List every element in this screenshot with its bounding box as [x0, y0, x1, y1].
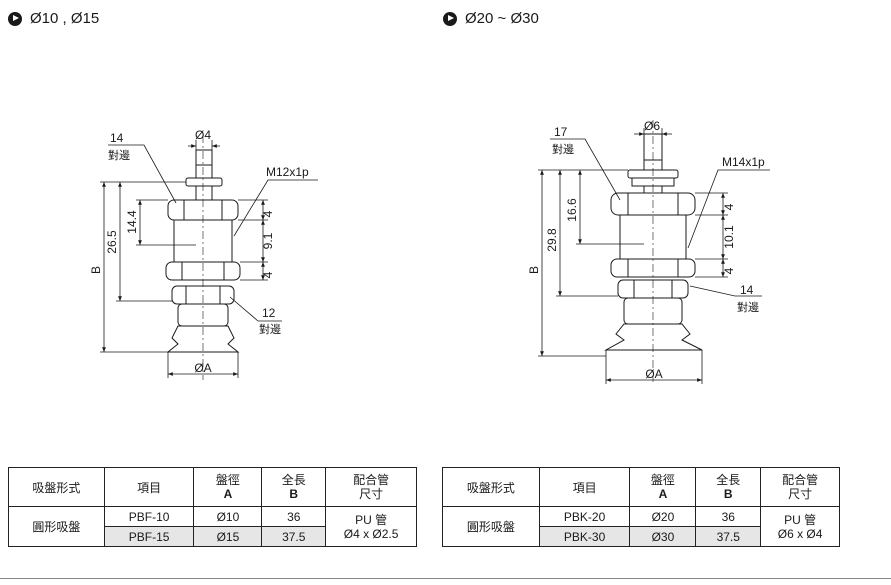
len-cell: 36 [695, 506, 762, 527]
thread-label: M12x1p [266, 165, 309, 179]
play-bullet-icon [443, 11, 457, 26]
hex-top-sub: 對邊 [108, 148, 130, 162]
diam-label: ØA [645, 367, 662, 381]
item-cell: PBK-20 [538, 506, 631, 527]
len-cell: 37.5 [695, 526, 762, 547]
section-title-text: Ø20 ~ Ø30 [465, 10, 539, 27]
bottom-divider [0, 578, 891, 579]
section-title-small: Ø10 , Ø15 [8, 10, 99, 27]
dim-B: B [89, 266, 103, 274]
dim-d2: 9.1 [261, 232, 275, 249]
item-cell: PBK-30 [538, 526, 631, 547]
header-type: 吸盤形式 [8, 467, 105, 507]
dim-d1: 4 [261, 210, 275, 217]
type-cell: 圓形吸盤 [442, 506, 540, 547]
hex-bot-sub: 對邊 [259, 322, 281, 336]
table-row: PBF-15 Ø15 37.5 [9, 526, 417, 547]
hex-bot-sub: 對邊 [737, 300, 759, 314]
type-cell: 圓形吸盤 [8, 506, 105, 547]
dia-cell: Ø30 [629, 526, 697, 547]
dia-cell: Ø20 [629, 506, 697, 527]
play-bullet-icon [8, 11, 22, 26]
header-item: 項目 [103, 467, 195, 507]
dim-B: B [527, 266, 541, 274]
rod-dia-label: Ø4 [195, 128, 211, 142]
hex-top-label: 17 [554, 125, 568, 139]
rod-dia-label: Ø6 [644, 119, 660, 133]
dim-d2: 10.1 [722, 225, 736, 249]
item-cell: PBF-10 [103, 506, 195, 527]
dim-d3: 4 [261, 271, 275, 278]
dim-h1: 14.4 [125, 210, 139, 234]
hex-top-label: 14 [110, 131, 124, 145]
hex-bot-label: 14 [740, 283, 754, 297]
header-type: 吸盤形式 [442, 467, 540, 507]
dia-cell: Ø15 [193, 526, 263, 547]
suction-cup-drawing-large [604, 133, 703, 351]
hex-bot-label: 12 [262, 306, 276, 320]
header-item: 項目 [538, 467, 631, 507]
section-title-text: Ø10 , Ø15 [30, 10, 100, 27]
dim-h2: 29.8 [545, 228, 559, 252]
thread-label: M14x1p [722, 155, 765, 169]
section-title-large: Ø20 ~ Ø30 [443, 10, 539, 27]
hex-top-sub: 對邊 [552, 142, 574, 156]
dim-h1: 16.6 [565, 198, 579, 222]
len-cell: 36 [261, 506, 327, 527]
dim-d3: 4 [722, 267, 736, 274]
table-row: PBK-30 Ø30 37.5 [443, 526, 840, 547]
len-cell: 37.5 [261, 526, 327, 547]
header-fit: 配合管尺寸 [760, 467, 840, 507]
diam-label: ØA [194, 361, 211, 375]
item-cell: PBF-15 [103, 526, 195, 547]
dim-h2: 26.5 [105, 230, 119, 254]
header-fit: 配合管尺寸 [325, 467, 417, 507]
dia-cell: Ø10 [193, 506, 263, 527]
dim-d1: 4 [722, 203, 736, 210]
